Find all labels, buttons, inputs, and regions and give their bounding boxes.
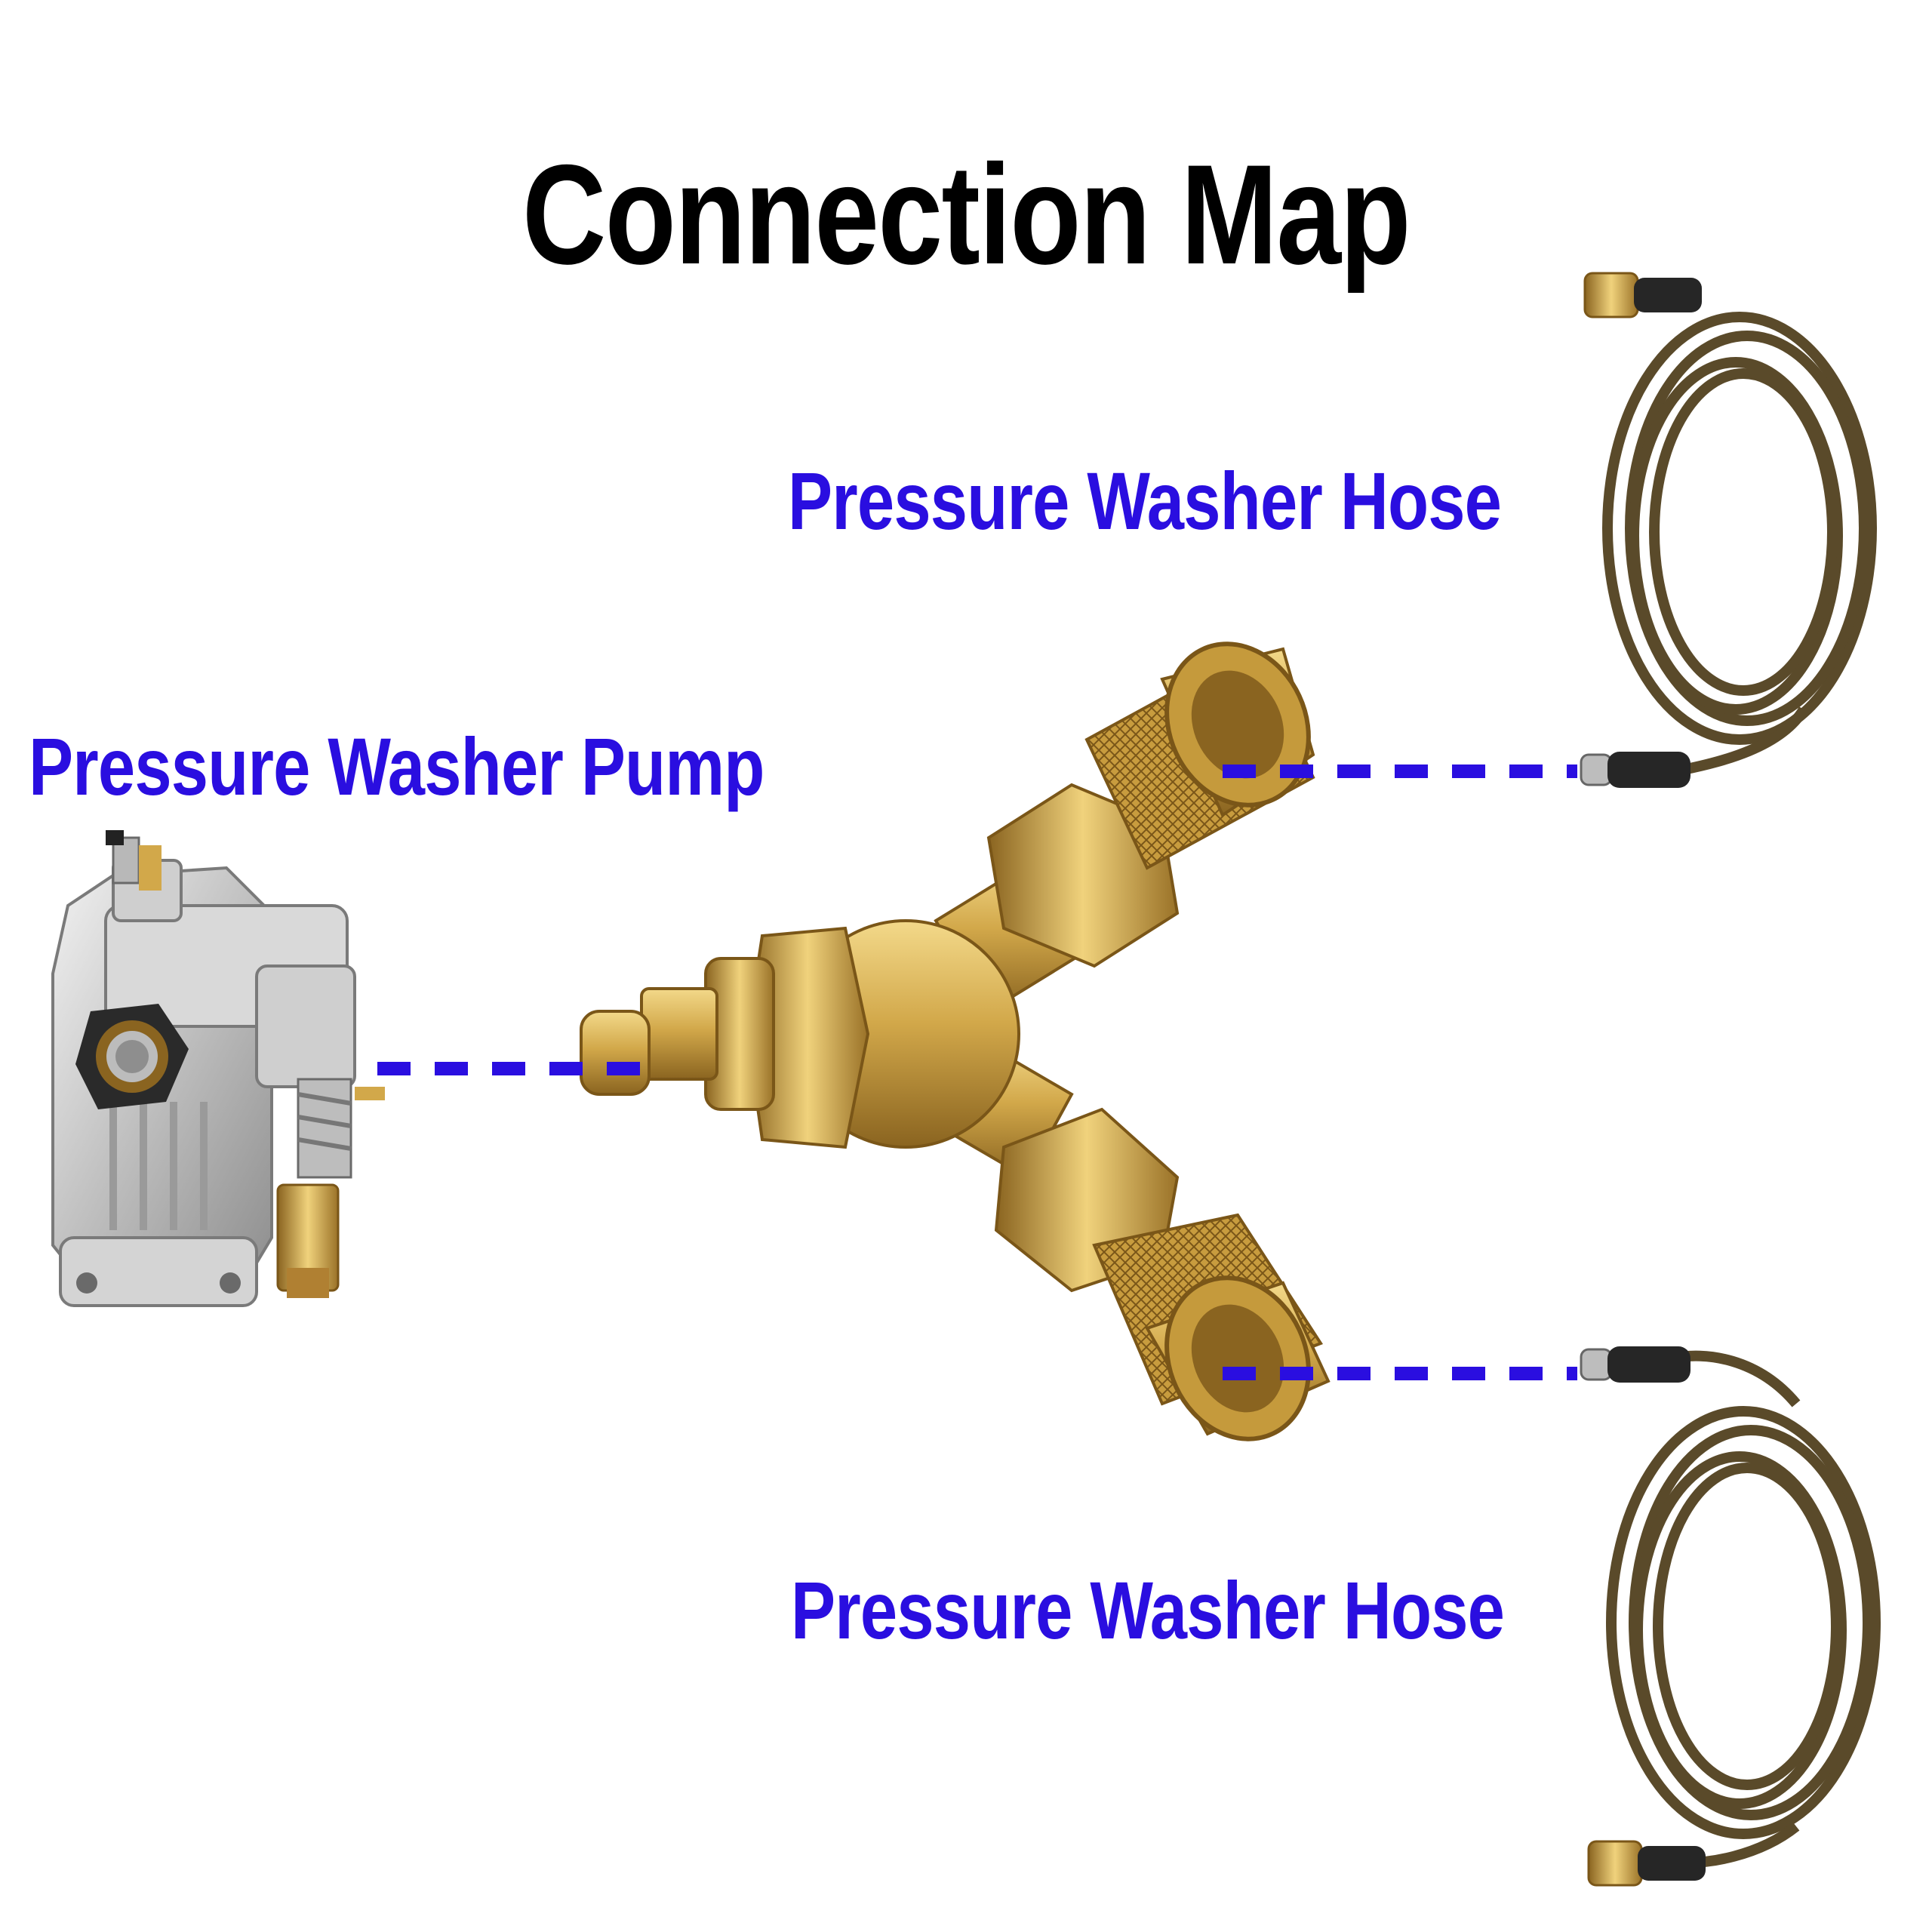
hose-bottom-label: Pressure Washer Hose [791,1564,1505,1656]
page-title: Connection Map [521,135,1411,294]
coiled-hose-icon [1580,272,1877,788]
pressure-washer-pump-icon [51,830,385,1307]
hose-top-label: Pressure Washer Hose [788,455,1502,546]
pump-label: Pressure Washer Pump [29,721,764,812]
brass-y-connector-icon [580,641,1331,1441]
coiled-hose-icon [1580,1346,1881,1887]
